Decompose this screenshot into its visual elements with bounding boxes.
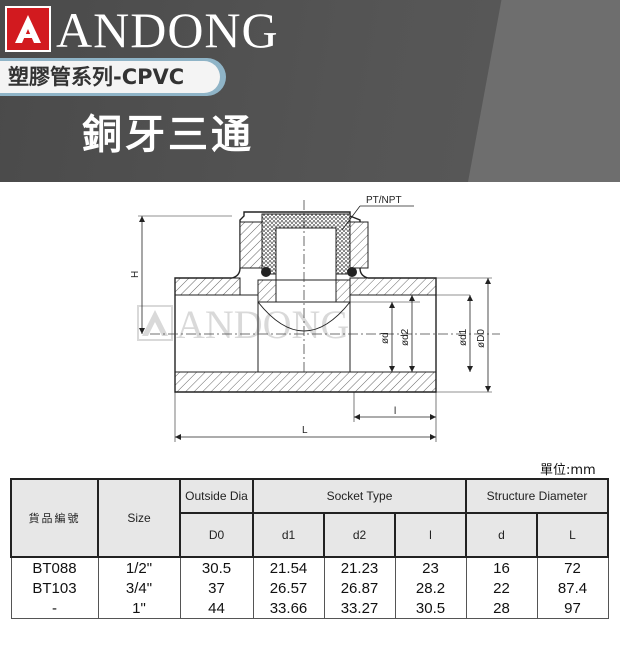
cell-l-small: 30.5 bbox=[394, 598, 467, 619]
cell-d1: 33.66 bbox=[252, 598, 325, 619]
svg-text:ød2: ød2 bbox=[400, 328, 411, 346]
svg-text:ød: ød bbox=[380, 332, 391, 344]
cell-d: 16 bbox=[465, 556, 538, 578]
cell-d: 28 bbox=[465, 598, 538, 619]
cell-d: 22 bbox=[465, 578, 538, 598]
cell-L: 72 bbox=[536, 556, 609, 578]
logo-a-icon bbox=[15, 15, 41, 43]
cell-item-no: BT088 bbox=[10, 556, 99, 578]
header-d0: D0 bbox=[179, 512, 254, 558]
header-structure-diameter: Structure Diameter bbox=[465, 478, 609, 514]
cell-l-small: 28.2 bbox=[394, 578, 467, 598]
table-row: BT103 3/4" 37 26.57 26.87 28.2 22 87.4 bbox=[10, 578, 609, 598]
cell-item-no: - bbox=[10, 598, 99, 619]
cell-l-small: 23 bbox=[394, 556, 467, 578]
series-text: 塑膠管系列-CPVC bbox=[0, 61, 220, 93]
cell-d0: 37 bbox=[179, 578, 254, 598]
svg-text:øD0: øD0 bbox=[476, 329, 487, 348]
header-banner: ANDONG 塑膠管系列-CPVC 銅牙三通 bbox=[0, 0, 620, 182]
watermark: ANDONG bbox=[137, 302, 349, 347]
cell-L: 97 bbox=[536, 598, 609, 619]
cell-d1: 26.57 bbox=[252, 578, 325, 598]
dim-h: H bbox=[130, 215, 232, 334]
dim-l: l bbox=[353, 392, 437, 442]
spec-table: 貨品編號 Size Outside Dia Socket Type Struct… bbox=[10, 478, 609, 619]
svg-text:L: L bbox=[302, 425, 308, 436]
svg-text:PT/NPT: PT/NPT bbox=[366, 195, 402, 206]
cell-d0: 44 bbox=[179, 598, 254, 619]
header-d2: d2 bbox=[323, 512, 396, 558]
header-outside-dia: Outside Dia bbox=[179, 478, 254, 514]
tee-body bbox=[174, 211, 437, 393]
cell-L: 87.4 bbox=[536, 578, 609, 598]
cell-d1: 21.54 bbox=[252, 556, 325, 578]
thread-callout: PT/NPT bbox=[341, 195, 414, 231]
cell-size: 1/2" bbox=[97, 556, 181, 578]
header-accent-panel bbox=[468, 0, 620, 182]
product-title: 銅牙三通 bbox=[82, 112, 254, 158]
brand-name: ANDONG bbox=[56, 2, 279, 58]
table-row: - 1" 44 33.66 33.27 30.5 28 97 bbox=[10, 598, 609, 619]
header-l-small: l bbox=[394, 512, 467, 558]
header-size: Size bbox=[97, 478, 181, 558]
svg-text:H: H bbox=[130, 271, 141, 278]
table-row: BT088 1/2" 30.5 21.54 21.23 23 16 72 bbox=[10, 556, 609, 578]
header-L: L bbox=[536, 512, 609, 558]
brand-logo bbox=[5, 6, 51, 52]
header-d1: d1 bbox=[252, 512, 325, 558]
cell-size: 3/4" bbox=[97, 578, 181, 598]
unit-note: 單位:mm bbox=[540, 463, 596, 478]
series-label: 塑膠管系列-CPVC bbox=[0, 58, 226, 96]
svg-text:ød1: ød1 bbox=[458, 328, 469, 346]
dim-diameters: ød ød2 ød1 øD0 bbox=[350, 277, 492, 393]
header-item-no: 貨品編號 bbox=[10, 478, 99, 558]
cell-size: 1" bbox=[97, 598, 181, 619]
dim-L: L bbox=[174, 392, 436, 442]
cell-d2: 33.27 bbox=[323, 598, 396, 619]
technical-drawing: ANDONG PT/NPT bbox=[130, 195, 500, 442]
header-socket-type: Socket Type bbox=[252, 478, 467, 514]
svg-text:l: l bbox=[394, 406, 396, 417]
cell-item-no: BT103 bbox=[10, 578, 99, 598]
cell-d2: 26.87 bbox=[323, 578, 396, 598]
svg-text:ANDONG: ANDONG bbox=[176, 302, 349, 347]
cell-d2: 21.23 bbox=[323, 556, 396, 578]
cell-d0: 30.5 bbox=[179, 556, 254, 578]
header-d: d bbox=[465, 512, 538, 558]
